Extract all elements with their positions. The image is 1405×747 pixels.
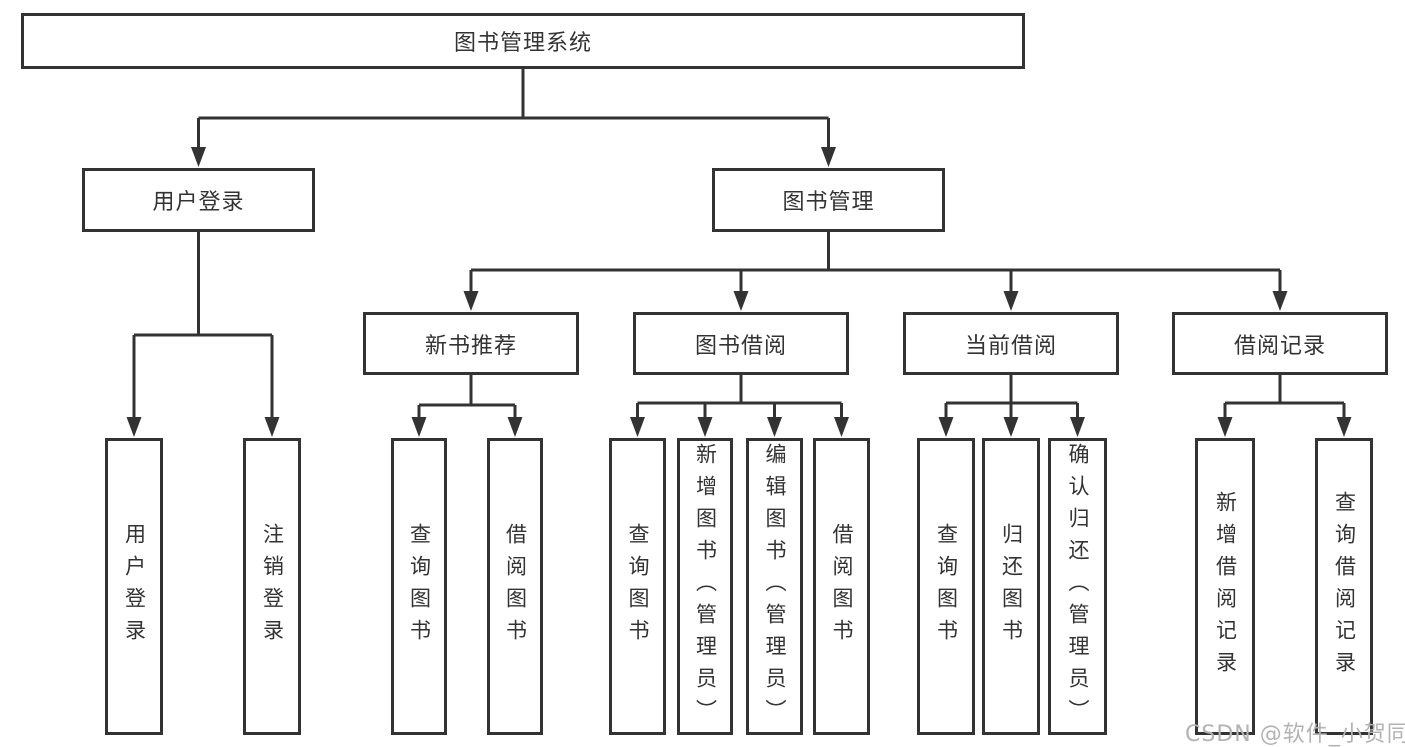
node-book-management: 图书管理 <box>712 168 945 232</box>
node-book-borrowing-label: 图书借阅 <box>694 333 787 359</box>
csdn-watermark: CSDN @软件_小贺同学 <box>1185 722 1405 747</box>
leaf-add-book-admin: 新增图书（管理员） <box>677 438 733 735</box>
node-current-borrowing: 当前借阅 <box>903 312 1119 375</box>
node-new-book-recommend-label: 新书推荐 <box>424 333 517 359</box>
node-user-login: 用户登录 <box>82 168 315 232</box>
leaf-edit-book-admin: 编辑图书（管理员） <box>746 438 803 735</box>
leaf-user-login: 用户登录 <box>105 438 163 735</box>
leaf-add-borrow-record: 新增借阅记录 <box>1195 438 1255 735</box>
leaf-edit-book-admin-label: 编辑图书（管理员） <box>763 442 787 731</box>
leaf-return-book: 归还图书 <box>982 438 1040 735</box>
leaf-borrow-book-1: 借阅图书 <box>487 438 543 735</box>
leaf-logout: 注销登录 <box>243 438 301 735</box>
node-book-management-label: 图书管理 <box>782 190 875 215</box>
leaf-return-book-label: 归还图书 <box>999 522 1024 651</box>
node-user-login-label: 用户登录 <box>152 190 245 215</box>
leaf-query-borrow-record: 查询借阅记录 <box>1315 438 1373 735</box>
leaf-logout-label: 注销登录 <box>260 522 285 651</box>
leaf-query-book-3-label: 查询图书 <box>934 522 959 651</box>
leaf-confirm-return-admin: 确认归还（管理员） <box>1048 438 1107 735</box>
leaf-query-book-2-label: 查询图书 <box>626 522 650 651</box>
connector-current-borrow <box>944 375 1079 419</box>
leaf-query-book-1: 查询图书 <box>391 438 447 735</box>
leaf-query-book-3: 查询图书 <box>917 438 975 735</box>
node-borrowing-records: 借阅记录 <box>1172 312 1388 375</box>
node-root-label: 图书管理系统 <box>453 31 592 56</box>
connector-new-book-rec <box>417 375 517 419</box>
connector-book-mgmt <box>469 232 1282 293</box>
leaf-add-book-admin-label: 新增图书（管理员） <box>693 442 718 731</box>
node-root: 图书管理系统 <box>21 13 1025 69</box>
leaf-borrow-book-2: 借阅图书 <box>813 438 870 735</box>
leaf-query-book-2: 查询图书 <box>609 438 666 735</box>
connector-book-borrow <box>636 375 843 419</box>
node-book-borrowing: 图书借阅 <box>633 312 849 375</box>
leaf-borrow-book-1-label: 借阅图书 <box>503 522 528 651</box>
node-borrowing-records-label: 借阅记录 <box>1233 333 1326 359</box>
leaf-confirm-return-admin-label: 确认归还（管理员） <box>1066 442 1090 731</box>
connector-root <box>197 69 830 150</box>
leaf-query-book-1-label: 查询图书 <box>407 522 432 651</box>
connector-user-login <box>132 232 274 419</box>
leaf-borrow-book-2-label: 借阅图书 <box>830 522 854 651</box>
leaf-query-borrow-record-label: 查询借阅记录 <box>1332 490 1357 683</box>
leaf-user-login-label: 用户登录 <box>122 522 147 651</box>
leaf-add-borrow-record-label: 新增借阅记录 <box>1213 490 1238 683</box>
node-current-borrowing-label: 当前借阅 <box>964 333 1057 359</box>
connector-borrow-records <box>1223 375 1346 419</box>
node-new-book-recommend: 新书推荐 <box>363 312 579 375</box>
